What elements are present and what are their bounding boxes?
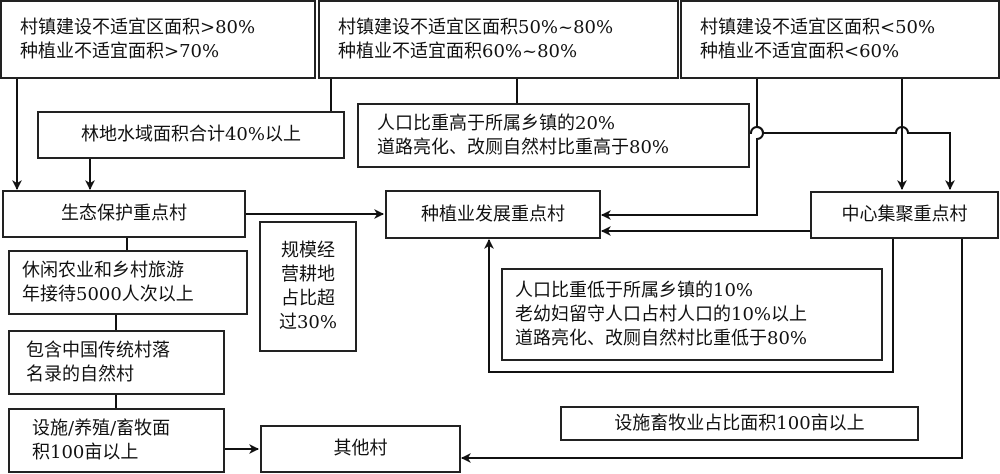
criteria-text: 种植业不适宜面积>70% — [20, 40, 220, 62]
category-label: 中心集聚重点村 — [841, 204, 968, 225]
criteria-box-mid: 村镇建设不适宜区面积50%~80% 种植业不适宜面积60%~80% — [318, 0, 679, 79]
condition-traditional-village: 包含中国传统村落 名录的自然村 — [8, 330, 225, 395]
condition-forest-water: 林地水域面积合计40%以上 — [37, 111, 345, 159]
condition-text: 积100亩以上 — [32, 441, 139, 463]
criteria-box-high: 村镇建设不适宜区面积>80% 种植业不适宜面积>70% — [0, 0, 316, 79]
condition-high-population: 人口比重高于所属乡镇的20% 道路亮化、改厕自然村比重高于80% — [357, 103, 750, 168]
condition-text: 包含中国传统村落 — [26, 339, 170, 361]
criteria-text: 村镇建设不适宜区面积<50% — [700, 16, 936, 38]
category-eco-protection: 生态保护重点村 — [2, 190, 246, 238]
category-label: 其他村 — [333, 438, 388, 459]
condition-facility-area: 设施/养殖/畜牧面 积100亩以上 — [8, 408, 225, 473]
criteria-text: 种植业不适宜面积60%~80% — [338, 40, 578, 62]
condition-text: 名录的自然村 — [26, 363, 134, 385]
category-label: 种植业发展重点村 — [421, 203, 565, 225]
condition-text: 林地水域面积合计40%以上 — [80, 124, 301, 145]
condition-text: 年接待5000人次以上 — [22, 283, 194, 305]
condition-text: 人口比重低于所属乡镇的10% — [515, 279, 754, 301]
criteria-text: 村镇建设不适宜区面积>80% — [20, 16, 256, 38]
condition-livestock: 设施畜牧业占比面积100亩以上 — [560, 406, 919, 441]
condition-text: 道路亮化、改厕自然村比重低于80% — [515, 327, 808, 349]
category-central: 中心集聚重点村 — [810, 191, 999, 239]
criteria-text: 村镇建设不适宜区面积50%~80% — [338, 16, 614, 38]
category-planting: 种植业发展重点村 — [385, 190, 601, 239]
condition-tourism: 休闲农业和乡村旅游 年接待5000人次以上 — [8, 250, 248, 315]
condition-text: 休闲农业和乡村旅游 — [22, 259, 184, 281]
condition-text: 过30% — [278, 311, 337, 333]
condition-text: 占比超 — [281, 287, 335, 309]
arrow-central-livestock-to-other — [461, 238, 963, 463]
condition-text: 老幼妇留守人口占村人口的10%以上 — [515, 303, 808, 325]
condition-text: 规模经 — [281, 239, 335, 261]
condition-low-population: 人口比重低于所属乡镇的10% 老幼妇留守人口占村人口的10%以上 道路亮化、改厕… — [501, 268, 883, 361]
category-other: 其他村 — [260, 425, 461, 473]
condition-text: 营耕地 — [281, 263, 335, 285]
criteria-box-low: 村镇建设不适宜区面积<50% 种植业不适宜面积<60% — [680, 0, 1000, 79]
condition-text: 人口比重高于所属乡镇的20% — [377, 112, 616, 134]
condition-text: 设施畜牧业占比面积100亩以上 — [614, 412, 865, 434]
condition-farmland: 规模经 营耕地 占比超 过30% — [259, 221, 357, 352]
arrow-central-lowpop-to-planting — [484, 238, 894, 373]
condition-text: 道路亮化、改厕自然村比重高于80% — [377, 136, 670, 158]
arrow-highpop-to-central — [749, 126, 955, 190]
criteria-text: 种植业不适宜面积<60% — [700, 40, 900, 62]
condition-text: 设施/养殖/畜牧面 — [32, 417, 171, 439]
category-label: 生态保护重点村 — [61, 203, 187, 224]
